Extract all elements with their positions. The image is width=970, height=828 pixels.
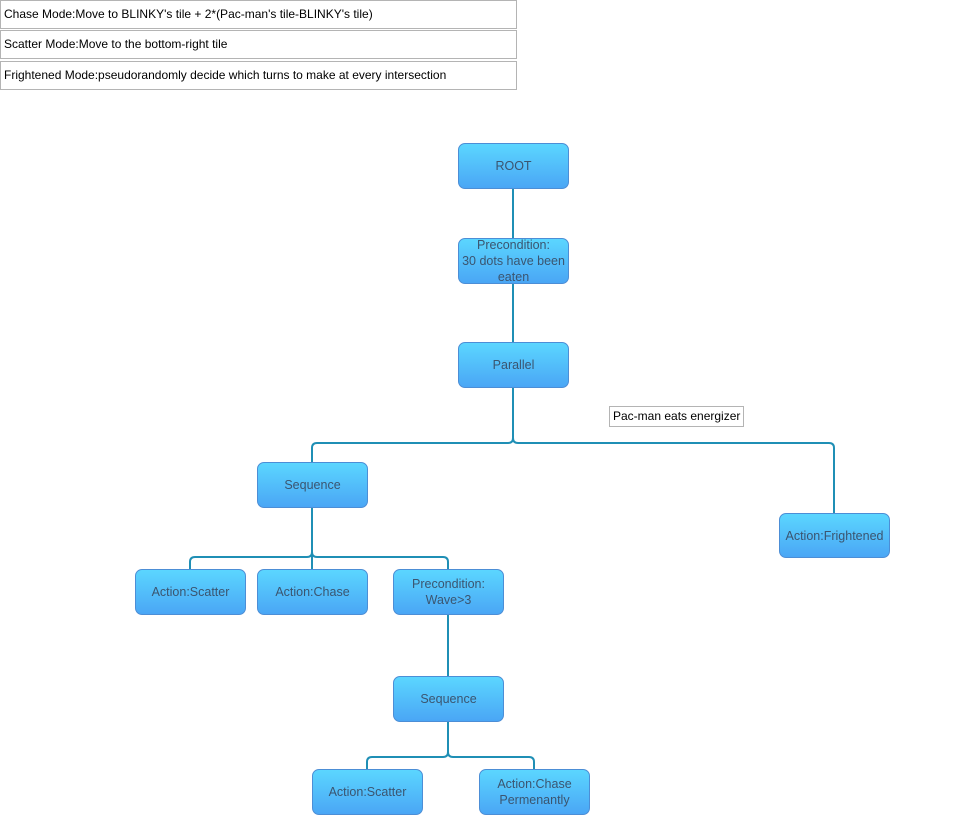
node-action-chase-label: Action:Chase xyxy=(275,585,350,599)
node-precondition-dots[interactable]: Precondition: 30 dots have been eaten xyxy=(458,238,569,284)
node-action-scatter[interactable]: Action:Scatter xyxy=(135,569,246,615)
node-root-label: ROOT xyxy=(495,159,532,173)
node-action-scatter-2[interactable]: Action:Scatter xyxy=(312,769,423,815)
connector-parallel-frightened xyxy=(512,437,835,513)
node-parallel-label: Parallel xyxy=(492,358,535,372)
node-action-frightened[interactable]: Action:Frightened xyxy=(779,513,890,558)
node-sequence-wave[interactable]: Sequence xyxy=(393,676,504,722)
connector-sequence-scatter-2 xyxy=(366,721,449,769)
node-precondition-wave[interactable]: Precondition: Wave>3 xyxy=(393,569,504,615)
node-action-chase[interactable]: Action:Chase xyxy=(257,569,368,615)
node-action-chase-permanently-label: Action:Chase Permenantly xyxy=(497,777,572,807)
node-action-chase-permanently[interactable]: Action:Chase Permenantly xyxy=(479,769,590,815)
node-action-scatter-2-label: Action:Scatter xyxy=(328,785,407,799)
connector-sequence-precondition-wave xyxy=(311,551,449,569)
legend-chase-mode: Chase Mode:Move to BLINKY's tile + 2*(Pa… xyxy=(0,0,517,29)
node-action-scatter-label: Action:Scatter xyxy=(151,585,230,599)
node-root[interactable]: ROOT xyxy=(458,143,569,189)
node-sequence-wave-label: Sequence xyxy=(420,692,477,706)
node-precondition-dots-label: Precondition: 30 dots have been eaten xyxy=(462,238,565,284)
node-sequence-main[interactable]: Sequence xyxy=(257,462,368,508)
connector-sequence-chase-permanently xyxy=(447,751,535,769)
connector-sequence-scatter xyxy=(189,507,313,569)
connector-parallel-sequence xyxy=(311,387,514,462)
legend-frightened-mode: Frightened Mode:pseudorandomly decide wh… xyxy=(0,61,517,90)
edge-label-energizer: Pac-man eats energizer xyxy=(609,406,745,427)
node-precondition-wave-label: Precondition: Wave>3 xyxy=(412,577,485,607)
node-action-frightened-label: Action:Frightened xyxy=(785,528,884,543)
node-sequence-main-label: Sequence xyxy=(284,478,341,492)
node-parallel[interactable]: Parallel xyxy=(458,342,569,388)
legend-scatter-mode: Scatter Mode:Move to the bottom-right ti… xyxy=(0,30,517,59)
